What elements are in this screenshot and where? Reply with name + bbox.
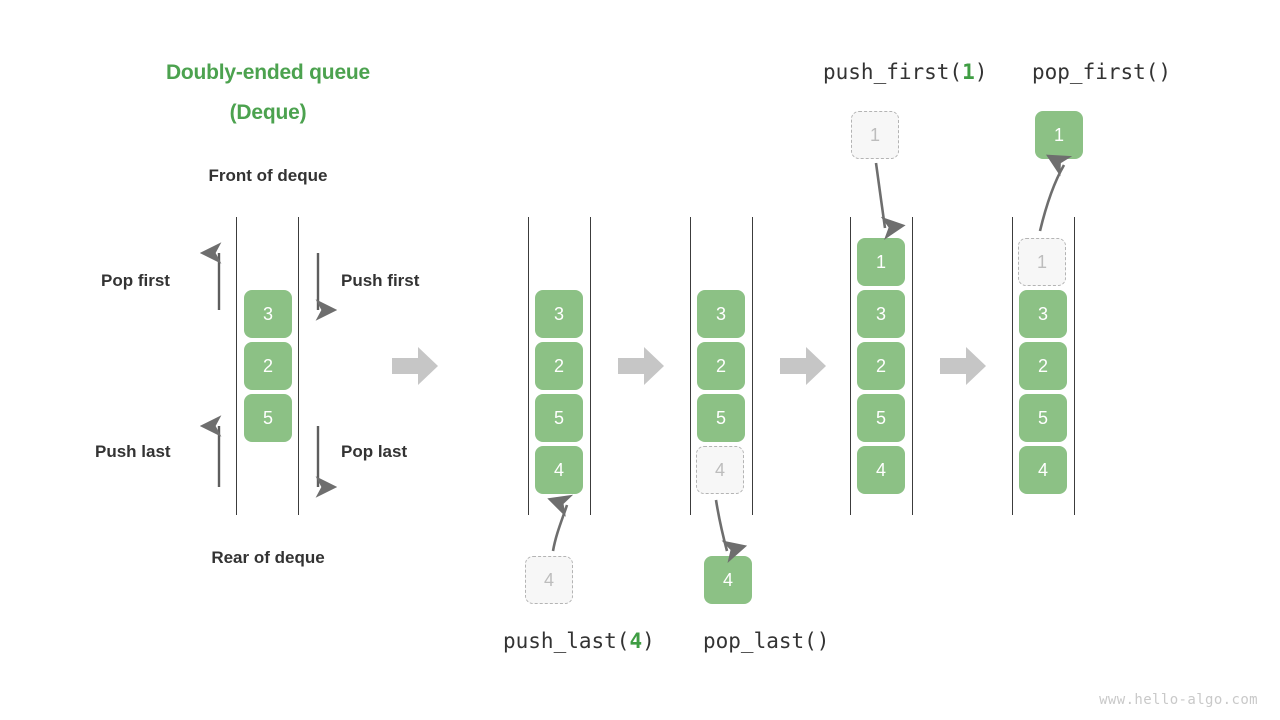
deque-cell[interactable]: 5: [535, 394, 583, 442]
deque-cell-removed[interactable]: 1: [1018, 238, 1066, 286]
deque-cell[interactable]: 2: [244, 342, 292, 390]
push-last-flow-arrow-icon: [547, 494, 574, 552]
pop-first-operation-label: pop_first(): [1032, 60, 1172, 84]
push-first-label: Push first: [341, 271, 420, 290]
deque-cell[interactable]: 2: [1019, 342, 1067, 390]
rail-left-col5: [1012, 217, 1014, 515]
rail-right-col2: [590, 217, 592, 515]
diagram-title-line2: (Deque): [229, 101, 307, 124]
rear-of-deque-label: Rear of deque: [211, 548, 325, 567]
push-last-op-close: ): [642, 629, 655, 653]
step-arrow-icon: [392, 347, 438, 385]
outgoing-element-pop-last[interactable]: 4: [704, 556, 752, 604]
deque-cell[interactable]: 4: [1019, 446, 1067, 494]
push-last-label: Push last: [95, 442, 171, 461]
diagram-title-line1: Doubly-ended queue: [165, 61, 371, 84]
push-first-op-name: push_first(: [823, 60, 963, 84]
rail-left-col4: [850, 217, 852, 515]
rail-right-col4: [912, 217, 914, 515]
deque-cell-removed[interactable]: 4: [696, 446, 744, 494]
deque-cell[interactable]: 5: [857, 394, 905, 442]
incoming-element-push-first[interactable]: 1: [851, 111, 899, 159]
front-of-deque-label: Front of deque: [208, 166, 328, 185]
pop-last-operation-label: pop_last(): [703, 629, 830, 653]
rail-left-legend: [236, 217, 238, 515]
pop-last-label: Pop last: [341, 442, 408, 461]
push-first-operation-label: push_first(1): [823, 60, 987, 84]
deque-cell[interactable]: 3: [535, 290, 583, 338]
deque-cell[interactable]: 5: [244, 394, 292, 442]
deque-cell[interactable]: 2: [697, 342, 745, 390]
rail-left-col2: [528, 217, 530, 515]
push-first-op-close: ): [974, 60, 988, 84]
push-first-op-arg: 1: [962, 60, 975, 84]
deque-cell[interactable]: 5: [697, 394, 745, 442]
incoming-element-push-last[interactable]: 4: [525, 556, 573, 604]
watermark: www.hello-algo.com: [1099, 692, 1258, 708]
deque-cell[interactable]: 1: [857, 238, 905, 286]
deque-cell[interactable]: 3: [244, 290, 292, 338]
push-first-flow-arrow-icon: [874, 162, 906, 240]
rail-left-col3: [690, 217, 692, 515]
push-last-op-arg: 4: [629, 629, 643, 653]
outgoing-element-pop-first[interactable]: 1: [1035, 111, 1083, 159]
pop-last-flow-arrow-icon: [714, 499, 748, 563]
deque-cell[interactable]: 3: [857, 290, 905, 338]
deque-cell[interactable]: 4: [857, 446, 905, 494]
push-last-op-name: push_last(: [503, 629, 630, 653]
step-arrow-icon: [780, 347, 826, 385]
deque-cell[interactable]: 3: [697, 290, 745, 338]
deque-cell[interactable]: 2: [535, 342, 583, 390]
pop-first-flow-arrow-icon: [1038, 154, 1073, 232]
step-arrow-icon: [618, 347, 664, 385]
rail-right-legend: [298, 217, 300, 515]
deque-cell[interactable]: 5: [1019, 394, 1067, 442]
deque-cell[interactable]: 3: [1019, 290, 1067, 338]
rail-right-col3: [752, 217, 754, 515]
deque-cell[interactable]: 2: [857, 342, 905, 390]
rail-right-col5: [1074, 217, 1076, 515]
pop-first-label: Pop first: [101, 271, 170, 290]
step-arrow-icon: [940, 347, 986, 385]
push-last-operation-label: push_last(4): [503, 629, 655, 653]
deque-cell[interactable]: 4: [535, 446, 583, 494]
